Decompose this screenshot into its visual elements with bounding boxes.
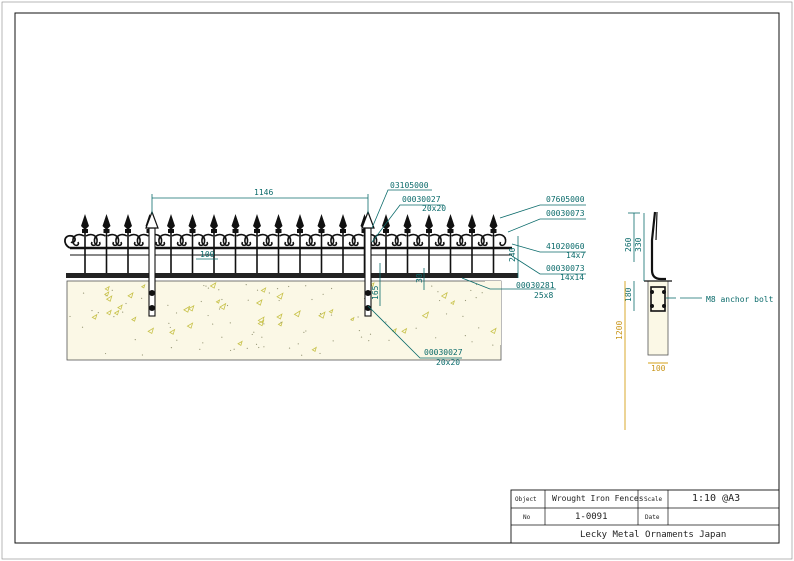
side-dimension-depth: 1200 [615,321,624,340]
picket [222,214,249,273]
side-dimension-upper: 330 [634,237,643,252]
picket [480,214,507,273]
dimension-height: 240 [508,236,519,278]
picket [201,214,227,273]
picket [158,214,184,273]
dimension-height-label: 240 [508,247,517,262]
picket [265,214,292,273]
callout-c5a: 41020060 [546,242,585,251]
title-object-label: Object [515,496,537,503]
fence-pickets [64,214,507,273]
fence-post-right [361,210,375,317]
picket [308,214,335,273]
title-block: Object Wrought Iron Fences Scale 1:10 @A… [510,489,780,544]
picket [416,214,442,273]
picket [72,214,98,273]
dimension-span: 1146 [151,188,369,214]
title-object-value: Wrought Iron Fences [552,494,644,503]
callout-c4: 00030073 [546,209,585,218]
concrete-foundation [66,280,502,361]
picket [330,214,356,273]
callout-c3: 07605000 [546,195,585,204]
base-rail [66,273,518,278]
callout-c2b: 20x20 [422,204,446,213]
callout-c6b: 14x14 [560,273,584,282]
picket [93,214,120,273]
side-view: M8 anchor bolt 260 330 180 1200 100 [615,211,774,430]
dimension-small-2: 165 [371,263,381,306]
dimension-span-label: 1146 [254,188,273,197]
picket [115,214,141,273]
title-scale-value: 1:10 @A3 [692,493,740,504]
picket [437,214,464,273]
picket [459,214,485,273]
callout-c7b: 25x8 [534,291,553,300]
picket [244,214,270,273]
callout-c5b: 14x7 [566,251,585,260]
callout-c1: 03105000 [390,181,429,190]
callout-c6a: 00030073 [546,264,585,273]
dimension-small-2-label: 165 [371,285,380,300]
dimension-small-1-label: 30 [415,273,424,283]
concrete-texture [69,281,497,356]
end-scroll [64,234,76,249]
dimension-small-1: 30 [415,268,425,290]
picket [287,214,313,273]
side-note-anchor: M8 anchor bolt [706,295,774,304]
side-dimension-post: 180 [624,287,633,302]
fence-post-left [145,210,159,317]
callout-c8a: 00030027 [424,348,463,357]
title-date-label: Date [645,514,660,521]
side-dimension-width: 100 [651,364,666,373]
picket [373,214,399,273]
dimension-spacing: 100 [196,250,218,260]
title-no-label: No [523,514,531,521]
side-dimension-total: 260 [624,237,633,252]
callout-c2a: 00030027 [402,195,441,204]
callout-c7a: 00030281 [516,281,555,290]
picket [394,214,421,273]
sheet-frame [14,12,780,544]
callout-leaders [367,189,586,359]
title-scale-label: Scale [644,496,662,503]
side-bracket [650,286,666,312]
title-no-value: 1-0091 [575,512,608,522]
picket [179,214,206,273]
callout-c8b: 20x20 [436,358,460,367]
dimension-spacing-label: 100 [200,250,215,259]
title-company: Lecky Metal Ornaments Japan [580,530,726,540]
